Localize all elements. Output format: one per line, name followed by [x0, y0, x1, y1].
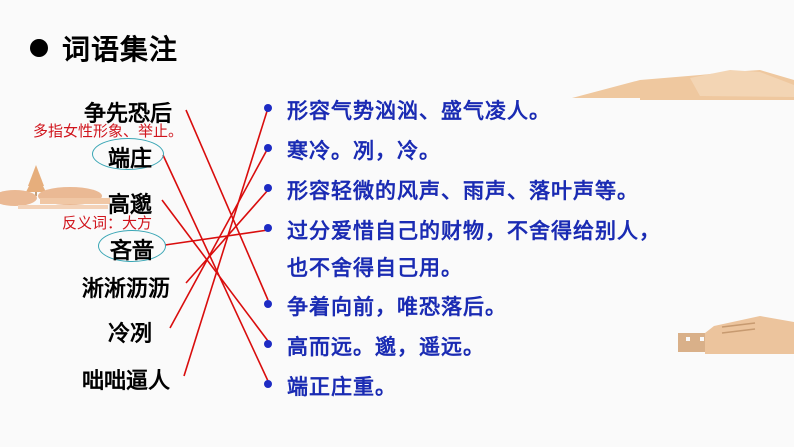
definition-6: 高而远。邈，遥远。: [287, 334, 485, 359]
bullet-icon: [264, 184, 272, 192]
bullet-icon: [264, 224, 272, 232]
note-duanzhuang: 多指女性形象、举止。: [33, 122, 184, 140]
dune-decoration-icon: [572, 70, 794, 100]
word-xixilili: 淅淅沥沥: [82, 276, 171, 302]
match-line: [162, 154, 269, 382]
highlight-oval: [92, 138, 164, 170]
tree-landscape-icon: [0, 165, 110, 209]
match-line: [185, 109, 269, 301]
word-gaomiao: 高邈: [108, 192, 153, 218]
bullet-icon: [264, 104, 272, 112]
match-line: [183, 107, 269, 377]
definition-4: 过分爱惜自己的财物，不舍得给别人，: [287, 218, 661, 243]
bullet-icon: [264, 340, 272, 348]
match-line: [169, 147, 269, 329]
bullets: [264, 104, 272, 388]
definition-2: 寒冷。冽，冷。: [287, 138, 441, 163]
bullet-icon: [30, 39, 48, 57]
note-linse: 反义词：大方: [62, 214, 153, 232]
title-text: 词语集注: [62, 33, 179, 66]
word-lenglie: 冷冽: [108, 321, 153, 347]
bullet-icon: [264, 380, 272, 388]
definition-5: 争着向前，唯恐落后。: [287, 294, 507, 319]
word-linse: 吝啬: [110, 238, 155, 264]
bullet-icon: [264, 300, 272, 308]
highlight-oval: [98, 230, 166, 262]
bullet-icon: [264, 144, 272, 152]
match-lines: [161, 107, 269, 382]
match-line: [164, 229, 269, 246]
match-line: [161, 199, 269, 342]
building-decoration-icon: [678, 316, 794, 354]
word-zhengxiankonghou: 争先恐后: [84, 101, 173, 127]
word-duanzhuang: 端庄: [108, 146, 153, 172]
definition-4-continued: 也不舍得自己用。: [287, 255, 463, 280]
definition-3: 形容轻微的风声、雨声、落叶声等。: [287, 178, 639, 203]
definition-1: 形容气势汹汹、盛气凌人。: [287, 98, 551, 123]
page-title: 词语集注: [30, 28, 178, 68]
word-duoduobiren: 咄咄逼人: [82, 368, 171, 394]
definition-7: 端正庄重。: [287, 374, 397, 399]
